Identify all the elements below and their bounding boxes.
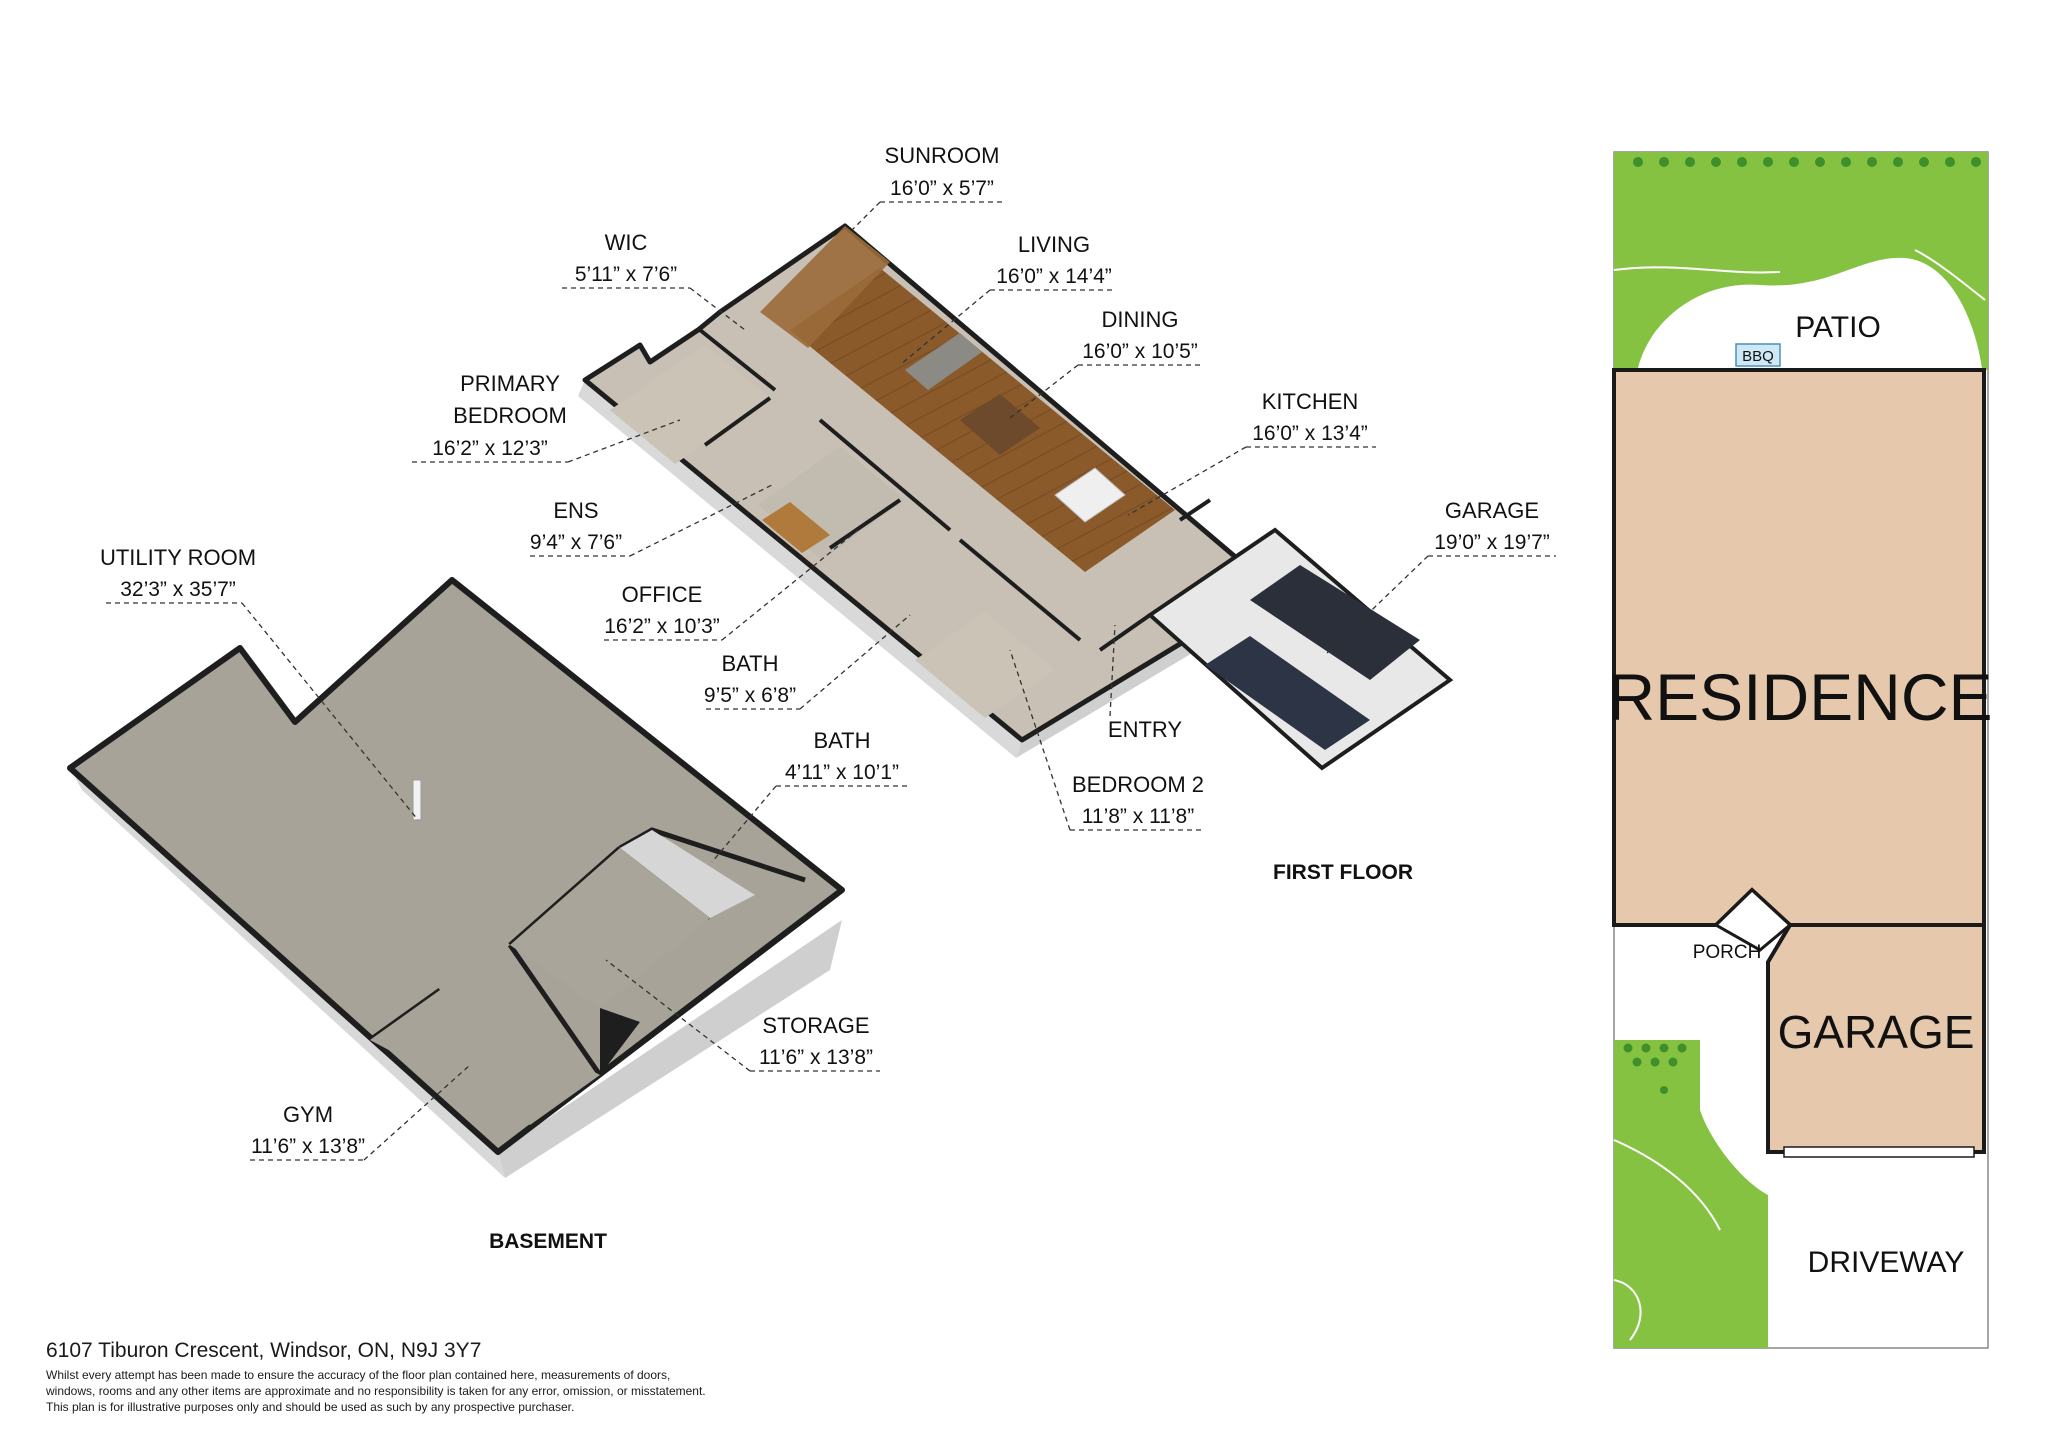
living-sofa xyxy=(905,333,982,390)
room-label-ens: ENS xyxy=(553,498,598,523)
room-dims-storage: 11’6” x 13’8” xyxy=(759,1046,873,1069)
front-hedge xyxy=(1623,1043,1687,1094)
basement-bath-floor xyxy=(620,830,755,918)
first-floor-base xyxy=(582,223,1275,743)
garage-car-suv xyxy=(1250,565,1420,680)
front-lawn-curve xyxy=(1613,1139,1721,1231)
office-desk xyxy=(762,502,830,553)
room-label-utility: UTILITY ROOM xyxy=(100,545,256,570)
room-label-entry: ENTRY xyxy=(1108,717,1182,742)
residence-label: RESIDENCE xyxy=(1607,660,1992,734)
basement-labels: UTILITY ROOM 32’3” x 35’7” BATH 4’11” x … xyxy=(100,545,908,1253)
room-dims-utility: 32’3” x 35’7” xyxy=(120,578,236,601)
room-label-wic: WIC xyxy=(605,230,648,255)
basement-east-wall-face xyxy=(498,920,842,1178)
room-label-garage: GARAGE xyxy=(1445,498,1539,523)
room-dims-dining: 16’0” x 10’5” xyxy=(1082,340,1198,363)
porch-label: PORCH xyxy=(1693,942,1762,963)
driveway-label: DRIVEWAY xyxy=(1808,1246,1965,1279)
room-dims-garage: 19’0” x 19’7” xyxy=(1434,531,1550,554)
room-dims-bedroom2: 11’8” x 11’8” xyxy=(1082,805,1194,828)
basement-plan xyxy=(67,577,845,1178)
basement-stair-shadow xyxy=(600,1008,640,1075)
lawn-curve xyxy=(1613,266,1781,274)
kitchen-island xyxy=(1054,467,1126,523)
room-dims-kitchen: 16’0” x 13’4” xyxy=(1252,422,1368,445)
room-label-primary-2: BEDROOM xyxy=(453,403,567,428)
patio-area xyxy=(1638,257,1982,368)
room-dims-bath1: 9’5” x 6’8” xyxy=(704,684,796,707)
room-dims-bath2: 4’11” x 10’1” xyxy=(785,761,899,784)
site-plan: PATIO BBQ RESIDENCE PORCH GARAGE DRIVEWA… xyxy=(1607,151,1993,1349)
basement-storage-floor xyxy=(510,848,710,1008)
disclaimer-line-1: Whilst every attempt has been made to en… xyxy=(46,1368,671,1382)
room-dims-ens: 9’4” x 7’6” xyxy=(530,531,622,554)
patio-label: PATIO xyxy=(1795,311,1881,344)
room-dims-office: 16’2” x 10’3” xyxy=(604,615,720,638)
room-label-living: LIVING xyxy=(1018,232,1090,257)
room-label-sunroom: SUNROOM xyxy=(885,143,1000,168)
room-label-bath1: BATH xyxy=(721,651,778,676)
basement-utility-post xyxy=(412,779,422,821)
room-dims-wic: 5’11” x 7’6” xyxy=(575,263,677,286)
dining-table xyxy=(960,394,1040,455)
first-floor-wall-faces xyxy=(578,380,1022,758)
basement-title: BASEMENT xyxy=(489,1230,607,1253)
basement-wall-faces xyxy=(70,768,505,1178)
residence-block xyxy=(1612,368,1986,927)
bedroom2-floor xyxy=(915,612,1055,718)
property-address: 6107 Tiburon Crescent, Windsor, ON, N9J … xyxy=(46,1339,482,1362)
sunroom-floor xyxy=(760,226,890,348)
room-dims-primary: 16’2” x 12’3” xyxy=(432,437,548,460)
room-label-storage: STORAGE xyxy=(762,1013,869,1038)
first-floor-labels: SUNROOM 16’0” x 5’7” WIC 5’11” x 7’6” LI… xyxy=(412,143,1556,884)
room-label-kitchen: KITCHEN xyxy=(1262,389,1359,414)
room-label-office: OFFICE xyxy=(622,582,703,607)
room-dims-sunroom: 16’0” x 5’7” xyxy=(890,177,994,200)
lawn-curve-2 xyxy=(1914,249,1986,301)
room-label-dining: DINING xyxy=(1102,307,1179,332)
room-label-gym: GYM xyxy=(283,1102,333,1127)
garage-car-sedan xyxy=(1205,636,1370,750)
room-label-bath2: BATH xyxy=(813,728,870,753)
front-lawn-circle xyxy=(1613,1279,1642,1341)
basement-gym-floor xyxy=(370,990,600,1125)
disclaimer-line-3: This plan is for illustrative purposes o… xyxy=(46,1400,575,1414)
garage-label: GARAGE xyxy=(1778,1006,1975,1058)
bbq-label: BBQ xyxy=(1742,348,1774,365)
garage-floor xyxy=(1146,527,1454,771)
first-floor-title: FIRST FLOOR xyxy=(1273,861,1413,884)
basement-floor xyxy=(67,577,845,1155)
footer: 6107 Tiburon Crescent, Windsor, ON, N9J … xyxy=(46,1339,946,1415)
room-dims-gym: 11’6” x 13’8” xyxy=(251,1135,365,1158)
primary-bedroom-floor xyxy=(610,345,770,464)
room-dims-living: 16’0” x 14’4” xyxy=(996,265,1112,288)
hedge-row xyxy=(1633,157,1981,167)
garage-door xyxy=(1783,1146,1975,1158)
bbq-box xyxy=(1735,343,1781,367)
first-floor-interior-walls xyxy=(698,328,1212,652)
front-lawn xyxy=(1614,1040,1768,1348)
room-label-bedroom2: BEDROOM 2 xyxy=(1072,772,1204,797)
room-label-primary-1: PRIMARY xyxy=(460,371,560,396)
first-floor-plan xyxy=(578,223,1454,771)
disclaimer-line-2: windows, rooms and any other items are a… xyxy=(46,1384,706,1398)
